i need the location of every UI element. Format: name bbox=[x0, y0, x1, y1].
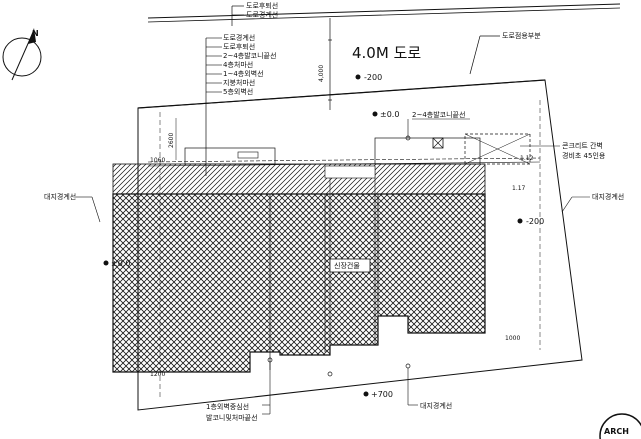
dim-2: 1.12 bbox=[520, 155, 534, 162]
stamp-logo: ARCH bbox=[599, 413, 641, 439]
dim-3: 1.17 bbox=[512, 185, 526, 192]
west-boundary-callout: 대지경계선 bbox=[44, 192, 101, 223]
south-label-2: 발코니및처마끝선 bbox=[206, 413, 258, 422]
south-markers bbox=[262, 357, 418, 415]
setback-label-0: 도로경계선 bbox=[223, 33, 255, 42]
road-cutoff-label: 도로점용부분 bbox=[502, 32, 541, 40]
dim-top: 2600 bbox=[168, 133, 175, 148]
east-boundary-callout: 대지경계선 bbox=[561, 192, 624, 213]
concrete-wall-label-1: 콘크리트 간벽 bbox=[562, 141, 603, 150]
setback-label-3: 4층처마선 bbox=[223, 60, 253, 69]
road-level-marker: -200 bbox=[355, 73, 382, 82]
south-level-marker: +700 bbox=[363, 390, 393, 399]
south-level: +700 bbox=[371, 390, 393, 399]
east-boundary-label: 대지경계선 bbox=[592, 192, 624, 201]
balcony-line-label: 2~4층발코니끝선 bbox=[412, 110, 465, 119]
new-building-tag: 신장건물 bbox=[329, 258, 371, 273]
road-level: -200 bbox=[364, 73, 382, 82]
dim-4: 1200 bbox=[150, 371, 165, 378]
setback-label-4: 1~4층외벽선 bbox=[223, 69, 264, 78]
west-boundary-label: 대지경계선 bbox=[44, 192, 76, 201]
building-interior-lines bbox=[269, 166, 379, 370]
svg-text:N: N bbox=[32, 29, 39, 38]
setback-label-stack: 도로경계선 도로후퇴선 2~4층발코니끝선 4층처마선 1~4층외벽선 지붕처마… bbox=[205, 33, 276, 176]
road-cutoff-callout: 도로점용부분 bbox=[469, 32, 541, 75]
balcony-band bbox=[112, 163, 486, 195]
dim-5: 1000 bbox=[505, 335, 520, 342]
road-name: 4.0M 도로 bbox=[352, 44, 421, 62]
concrete-wall-label-2: 경비초 45인용 bbox=[562, 151, 606, 160]
new-building-label: 신장건물 bbox=[334, 261, 360, 270]
setback-label-5: 지붕처마선 bbox=[223, 78, 255, 87]
concrete-wall-callout: 콘크리트 간벽 경비초 45인용 bbox=[520, 141, 606, 160]
setback-label-6: 5층외벽선 bbox=[223, 87, 253, 96]
setback-label-2: 2~4층발코니끝선 bbox=[223, 51, 276, 60]
road-width-dimension: 4,000 bbox=[318, 65, 325, 82]
setback-label-1: 도로후퇴선 bbox=[223, 42, 255, 51]
west-level-marker: ±0.0 bbox=[103, 259, 130, 268]
south-label-1: 1층외벽중심선 bbox=[206, 402, 249, 411]
dim-1: 1060 bbox=[150, 157, 165, 164]
south-boundary-label: 대지경계선 bbox=[420, 401, 452, 410]
top-label-0: 도로후퇴선 bbox=[246, 1, 278, 10]
east-level-marker: -200 bbox=[517, 217, 544, 226]
front-level-marker: ±0.0 2~4층발코니끝선 bbox=[372, 110, 470, 141]
north-structure bbox=[184, 133, 531, 179]
west-level: ±0.0 bbox=[111, 259, 130, 268]
top-road-labels: 도로후퇴선 도로경계선 bbox=[231, 1, 278, 26]
top-label-1: 도로경계선 bbox=[246, 10, 278, 19]
dimension-marks: 2600 1060 1.12 1.17 1200 1000 bbox=[150, 118, 534, 378]
front-level: ±0.0 bbox=[380, 110, 399, 119]
north-arrow-icon: N bbox=[2, 28, 42, 81]
east-level: -200 bbox=[526, 217, 544, 226]
stamp-text: ARCH bbox=[604, 427, 629, 436]
building-footprint bbox=[112, 193, 486, 373]
